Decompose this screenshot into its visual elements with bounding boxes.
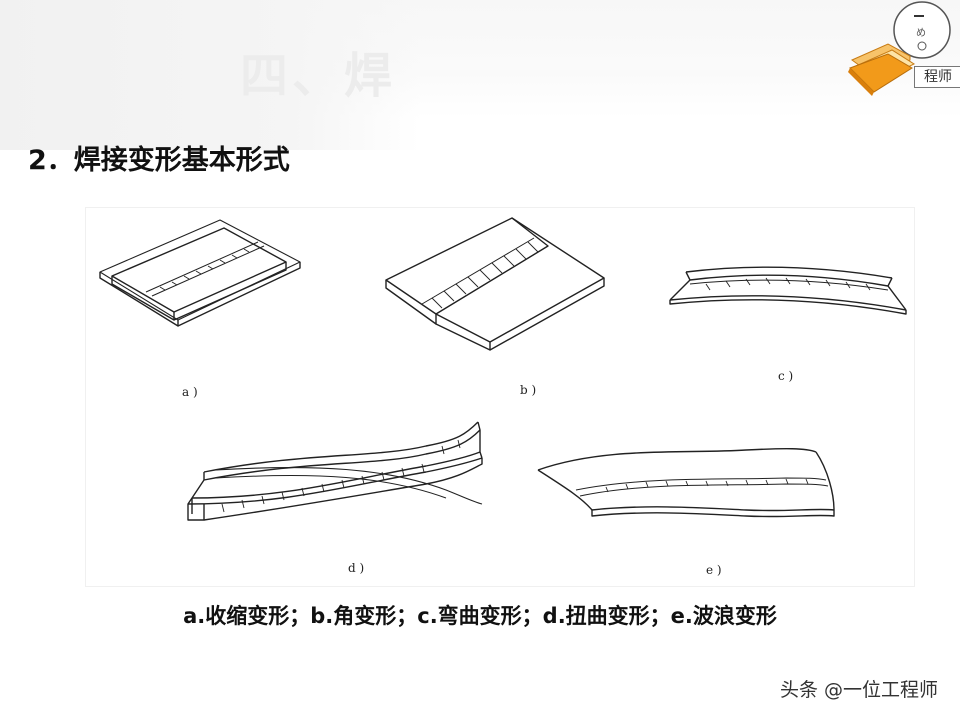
panel-label-c: c )	[778, 369, 793, 383]
panel-label-e: e )	[706, 563, 722, 577]
panel-label-d: d )	[348, 561, 364, 575]
figure-welding-deformations: a ) b )	[86, 208, 914, 586]
watermark: 头条 @一位工程师	[780, 675, 938, 702]
logo-text: 程师	[914, 66, 960, 88]
panel-a-shrinkage	[100, 220, 300, 326]
panel-c-bending	[670, 267, 906, 314]
svg-text:め: め	[916, 27, 926, 39]
panel-e-wave	[538, 449, 834, 517]
panel-label-a: a )	[182, 385, 198, 399]
ghost-section-title: 四、焊	[240, 36, 396, 106]
panel-b-angular	[386, 218, 604, 350]
panel-d-twisting	[188, 422, 482, 520]
figure-caption: a.收缩变形；b.角变形；c.弯曲变形；d.扭曲变形；e.波浪变形	[0, 600, 960, 630]
folder-logo-icon: め	[848, 0, 960, 108]
panel-label-b: b )	[520, 383, 536, 397]
logo: め 程师	[848, 0, 960, 108]
page-title: 2．焊接变形基本形式	[28, 138, 290, 177]
